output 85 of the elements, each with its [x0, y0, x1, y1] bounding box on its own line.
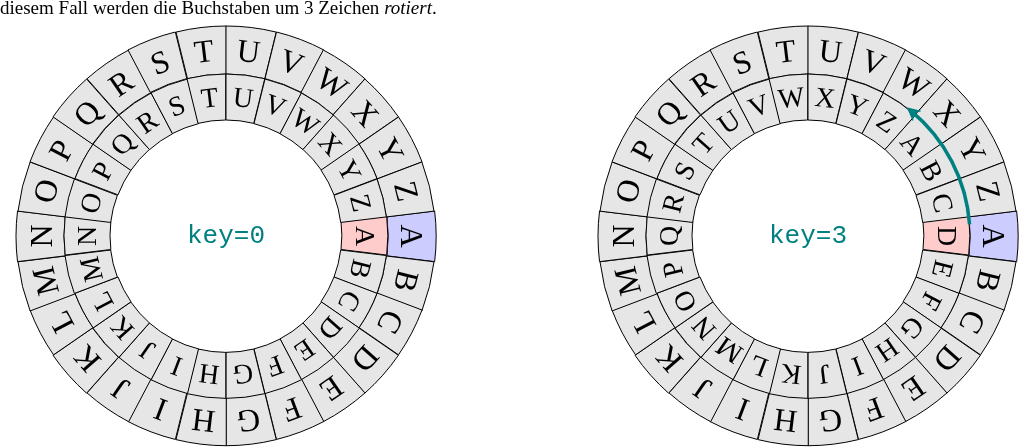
cell-letter: K [779, 358, 804, 390]
cell-letter: G [235, 403, 262, 438]
cell-letter: A [351, 225, 380, 247]
cell-letter: E [927, 257, 959, 281]
sentence-text: diesem Fall werden die Buchstaben um 3 Zeichen rotiert. [0, 0, 437, 19]
cell-letter: S [145, 43, 174, 81]
cell-letter: M [74, 253, 108, 285]
cell-letter: J [688, 372, 717, 406]
cell-letter: X [813, 82, 837, 114]
cell-letter: H [772, 403, 799, 438]
cell-letter: G [817, 403, 844, 438]
cell-letter: K [649, 340, 689, 379]
cell-letter: B [344, 256, 377, 282]
cell-letter: P [624, 134, 662, 165]
cell-letter: Z [345, 191, 377, 215]
cell-letter: O [27, 176, 64, 207]
ring-cell [175, 26, 226, 79]
cell-letter: K [67, 340, 107, 379]
cell-letter: S [164, 90, 189, 122]
cell-letter: C [371, 305, 410, 340]
key-text: key=0 [187, 223, 265, 249]
cell-letter: U [231, 82, 255, 114]
cell-letter: I [167, 351, 187, 381]
cell-letter: T [773, 34, 797, 69]
cell-letter: P [42, 134, 80, 165]
cell-letter: F [914, 287, 947, 314]
cell-letter: O [75, 189, 108, 216]
cell-letter: N [73, 225, 102, 247]
cell-letter: O [609, 176, 646, 207]
cell-letter: T [191, 34, 215, 69]
cell-letter: N [24, 224, 57, 248]
cell-letter: C [926, 190, 959, 216]
ring-cell [808, 348, 847, 398]
cell-letter: M [608, 262, 647, 299]
cell-letter: I [848, 351, 867, 381]
cell-letter: L [42, 306, 80, 339]
cell-letter: Y [953, 131, 993, 168]
cell-letter: A [396, 224, 429, 248]
cell-letter: Y [842, 89, 872, 123]
key-text: key=3 [769, 223, 847, 249]
cell-letter: G [231, 358, 255, 390]
cell-letter: F [277, 391, 306, 428]
cell-letter: H [197, 358, 222, 390]
cell-letter: R [657, 190, 689, 216]
ring-cell [226, 348, 265, 398]
cell-letter: I [149, 393, 171, 427]
cell-letter: L [624, 306, 662, 339]
cell-letter: Y [371, 131, 411, 168]
cell-letter: J [106, 372, 135, 406]
cell-letter: D [933, 225, 962, 247]
cell-letter: O [667, 285, 703, 317]
cell-letter: U [235, 34, 262, 69]
cell-letter: Q [655, 225, 684, 247]
cell-letter: S [668, 158, 701, 185]
cell-letter: Z [970, 178, 1007, 205]
cell-letter: A [978, 224, 1011, 248]
ring-cell [334, 178, 387, 222]
cell-letter: T [199, 83, 220, 113]
cell-letter: M [26, 262, 65, 299]
cell-letter: I [731, 393, 753, 427]
cell-letter: L [745, 349, 772, 383]
cell-letter: W [776, 82, 807, 114]
ring-cell [226, 74, 265, 124]
cell-letter: F [262, 350, 288, 382]
cell-letter: B [388, 266, 425, 295]
ring-cell [187, 74, 226, 124]
ring-cell [769, 74, 808, 124]
ring-cell [377, 161, 435, 217]
cell-letter: P [657, 258, 689, 281]
cell-letter: V [744, 89, 774, 123]
cell-letter: P [86, 158, 119, 185]
cell-letter: V [857, 43, 891, 82]
cell-letter: J [817, 359, 832, 389]
cell-letter: U [817, 34, 844, 69]
cell-letter: H [190, 403, 217, 438]
cell-letter: B [970, 266, 1007, 295]
ring-cell [959, 161, 1017, 217]
cell-letter: V [275, 43, 309, 82]
ring-cell [757, 26, 808, 79]
cell-letter: S [727, 43, 756, 81]
arrow [906, 107, 972, 225]
cell-letter: C [953, 305, 992, 340]
cell-letter: F [859, 391, 888, 428]
cell-letter: Z [388, 178, 425, 205]
cell-letter: N [606, 224, 639, 248]
